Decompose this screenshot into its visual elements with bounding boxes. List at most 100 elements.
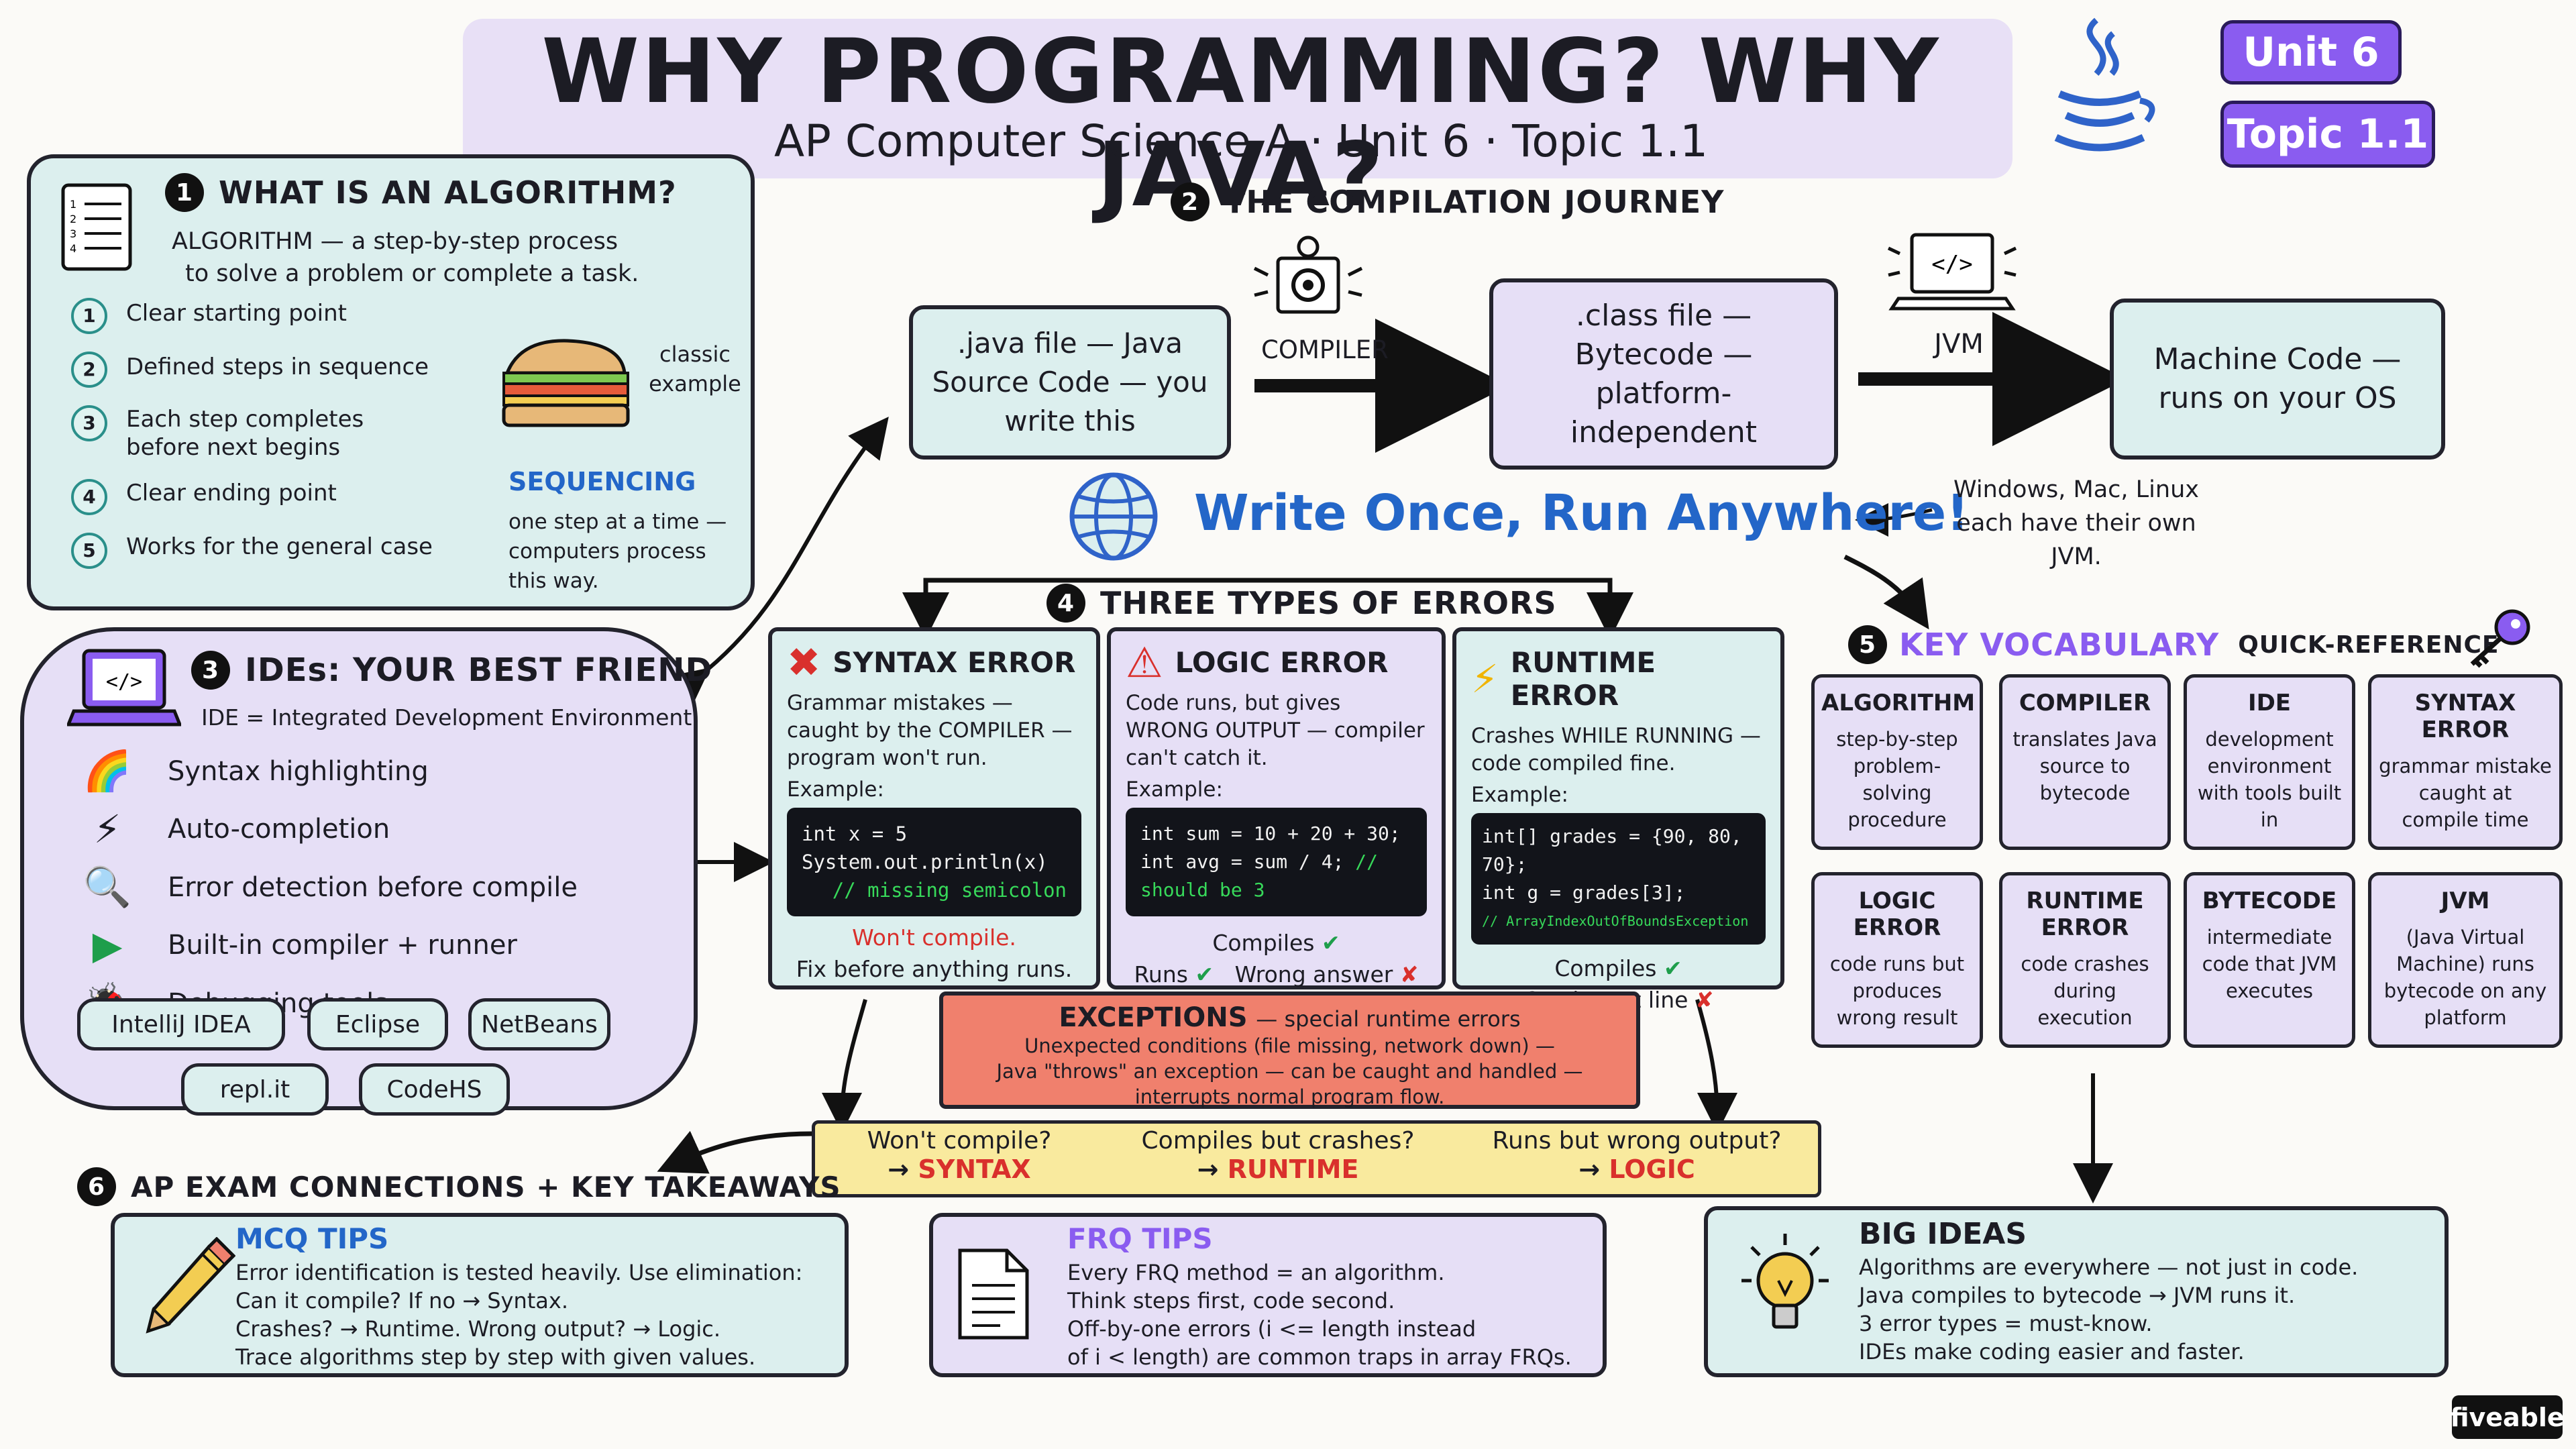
globe-icon bbox=[1069, 472, 1158, 561]
logic-code-example: int sum = 10 + 20 + 30; int avg = sum / … bbox=[1126, 808, 1427, 916]
document-icon bbox=[958, 1248, 1029, 1340]
ide-feature-3: 🔍Error detection before compile bbox=[74, 864, 578, 910]
ide-definition: IDE = Integrated Development Environment bbox=[201, 704, 692, 731]
ide-feature-4: ▶Built-in compiler + runner bbox=[74, 922, 578, 968]
warning-icon: ⚠ bbox=[1126, 637, 1163, 687]
mcq-title: MCQ TIPS bbox=[235, 1222, 389, 1255]
svg-text:2: 2 bbox=[70, 213, 76, 225]
laptop-icon: </> bbox=[67, 649, 181, 727]
pencil-icon bbox=[146, 1237, 235, 1334]
mcq-tips-card: MCQ TIPS Error identification is tested … bbox=[111, 1213, 849, 1377]
vocab-header: 5 KEY VOCABULARY QUICK-REFERENCE bbox=[1848, 625, 2500, 664]
wora-to-vocab-arrow bbox=[1843, 554, 1929, 630]
algorithm-header: 1 WHAT IS AN ALGORITHM? bbox=[165, 173, 677, 212]
checklist-icon: 1 2 3 4 bbox=[61, 183, 132, 271]
java-logo-icon bbox=[2054, 17, 2155, 152]
syntax-to-decision-arrow bbox=[822, 999, 867, 1133]
lightbulb-icon bbox=[1741, 1234, 1829, 1329]
wora-slogan: Write Once, Run Anywhere! bbox=[1194, 484, 1969, 542]
syntax-code-example: int x = 5 System.out.println(x) // missi… bbox=[787, 808, 1081, 916]
ap-header: 6 AP EXAM CONNECTIONS + KEY TAKEAWAYS bbox=[77, 1167, 841, 1206]
sequencing-desc: one step at a time — computers process t… bbox=[508, 510, 727, 593]
compilation-header: 2 THE COMPILATION JOURNEY bbox=[1171, 182, 1724, 221]
machine-code-box: Machine Code — runs on your OS bbox=[2110, 299, 2445, 460]
unit-badge: Unit 6 bbox=[2220, 20, 2402, 85]
svg-text:4: 4 bbox=[70, 242, 76, 255]
svg-text:</>: </> bbox=[1931, 251, 1972, 278]
algorithm-panel: 1 2 3 4 1 WHAT IS AN ALGORITHM? ALGORITHM —… bbox=[27, 154, 755, 610]
mcq-lines: Error identification is tested heavily. … bbox=[235, 1260, 803, 1370]
tool-pill-netbeans: NetBeans bbox=[468, 998, 610, 1051]
check-icon: ✔ bbox=[1322, 930, 1340, 956]
java-file-box: .java file — Java Source Code — you writ… bbox=[909, 305, 1231, 460]
example-label: classic example bbox=[649, 341, 741, 396]
algorithm-heading: WHAT IS AN ALGORITHM? bbox=[219, 174, 677, 211]
svg-text:3: 3 bbox=[70, 227, 76, 240]
x-mark-icon: ✘ bbox=[1695, 987, 1714, 1013]
check-icon: ✔ bbox=[1664, 955, 1682, 981]
compiler-label: COMPILER bbox=[1261, 335, 1389, 364]
big-ideas-lines: Algorithms are everywhere — not just in … bbox=[1859, 1254, 2359, 1364]
frq-lines: Every FRQ method = an algorithm. Think s… bbox=[1067, 1260, 1572, 1370]
key-icon bbox=[2470, 609, 2530, 668]
lightning-icon: ⚡ bbox=[1471, 656, 1499, 702]
ide-feature-2: ⚡Auto-completion bbox=[74, 806, 578, 852]
class-file-box: .class file — Bytecode — platform-indepe… bbox=[1489, 278, 1838, 470]
page-title: WHY PROGRAMMING? WHY JAVA? bbox=[541, 20, 1941, 227]
gear-icon bbox=[1253, 235, 1363, 314]
vocab-card-jvm: JVM(Java Virtual Machine) runs bytecode … bbox=[2368, 872, 2563, 1048]
algorithm-definition: ALGORITHM — a step-by-step process to so… bbox=[172, 228, 639, 287]
laptop-code-icon: </> bbox=[1887, 233, 2017, 311]
page-subtitle: AP Computer Science A · Unit 6 · Topic 1… bbox=[773, 115, 1709, 167]
decision-bar bbox=[812, 1120, 1821, 1197]
big-ideas-card: BIG IDEAS Algorithms are everywhere — no… bbox=[1704, 1206, 2449, 1377]
decision-runtime: Compiles but crashes? → RUNTIME bbox=[1141, 1127, 1415, 1184]
tool-pill-replit: repl.it bbox=[181, 1063, 329, 1116]
runtime-to-decision-arrow bbox=[1695, 999, 1737, 1133]
tool-pill-eclipse: Eclipse bbox=[307, 998, 448, 1051]
topic-badge: Topic 1.1 bbox=[2220, 101, 2435, 168]
decision-syntax: Won't compile? → SYNTAX bbox=[867, 1127, 1052, 1184]
frq-title: FRQ TIPS bbox=[1067, 1222, 1213, 1255]
svg-text:</>: </> bbox=[106, 670, 142, 694]
ide-features: 🌈Syntax highlighting ⚡Auto-completion 🔍E… bbox=[74, 748, 578, 1038]
os-note: Windows, Mac, Linux each have their own … bbox=[1953, 476, 2199, 570]
runtime-error-card: ⚡RUNTIME ERROR Crashes WHILE RUNNING — c… bbox=[1452, 627, 1784, 1013]
x-icon: ✖ bbox=[787, 639, 821, 686]
play-icon: ▶ bbox=[92, 922, 123, 968]
decision-logic: Runs but wrong output? → LOGIC bbox=[1492, 1127, 1782, 1184]
sandwich-icon bbox=[502, 339, 630, 427]
tool-pill-intellij: IntelliJ IDEA bbox=[77, 998, 285, 1051]
runtime-code-example: int[] grades = {90, 80, 70}; int g = gra… bbox=[1471, 813, 1766, 945]
errors-header: 4 THREE TYPES OF ERRORS bbox=[1046, 584, 1557, 623]
tool-pill-codehs: CodeHS bbox=[359, 1063, 510, 1116]
big-ideas-title: BIG IDEAS bbox=[1859, 1217, 2027, 1251]
sequencing-term: SEQUENCING bbox=[508, 467, 696, 496]
svg-text:1: 1 bbox=[70, 198, 76, 211]
exceptions-box: EXCEPTIONS — special runtime errors Unex… bbox=[939, 991, 1640, 1109]
check-icon: ✔ bbox=[1195, 961, 1214, 987]
syntax-error-card: ✖SYNTAX ERROR Grammar mistakes — caught … bbox=[768, 627, 1100, 989]
magnifier-icon: 🔍 bbox=[83, 864, 132, 910]
jvm-label: JVM bbox=[1934, 329, 1984, 360]
ide-feature-1: 🌈Syntax highlighting bbox=[74, 748, 578, 794]
ide-header: 3 IDEs: YOUR BEST FRIEND bbox=[191, 651, 712, 690]
x-mark-icon: ✘ bbox=[1399, 961, 1419, 987]
rainbow-icon: 🌈 bbox=[83, 748, 132, 794]
lightning-icon: ⚡ bbox=[93, 806, 121, 852]
frq-tips-card: FRQ TIPS Every FRQ method = an algorithm… bbox=[929, 1213, 1607, 1377]
decision-to-ap-arrow bbox=[657, 1130, 812, 1174]
section-number-1: 1 bbox=[165, 173, 204, 212]
